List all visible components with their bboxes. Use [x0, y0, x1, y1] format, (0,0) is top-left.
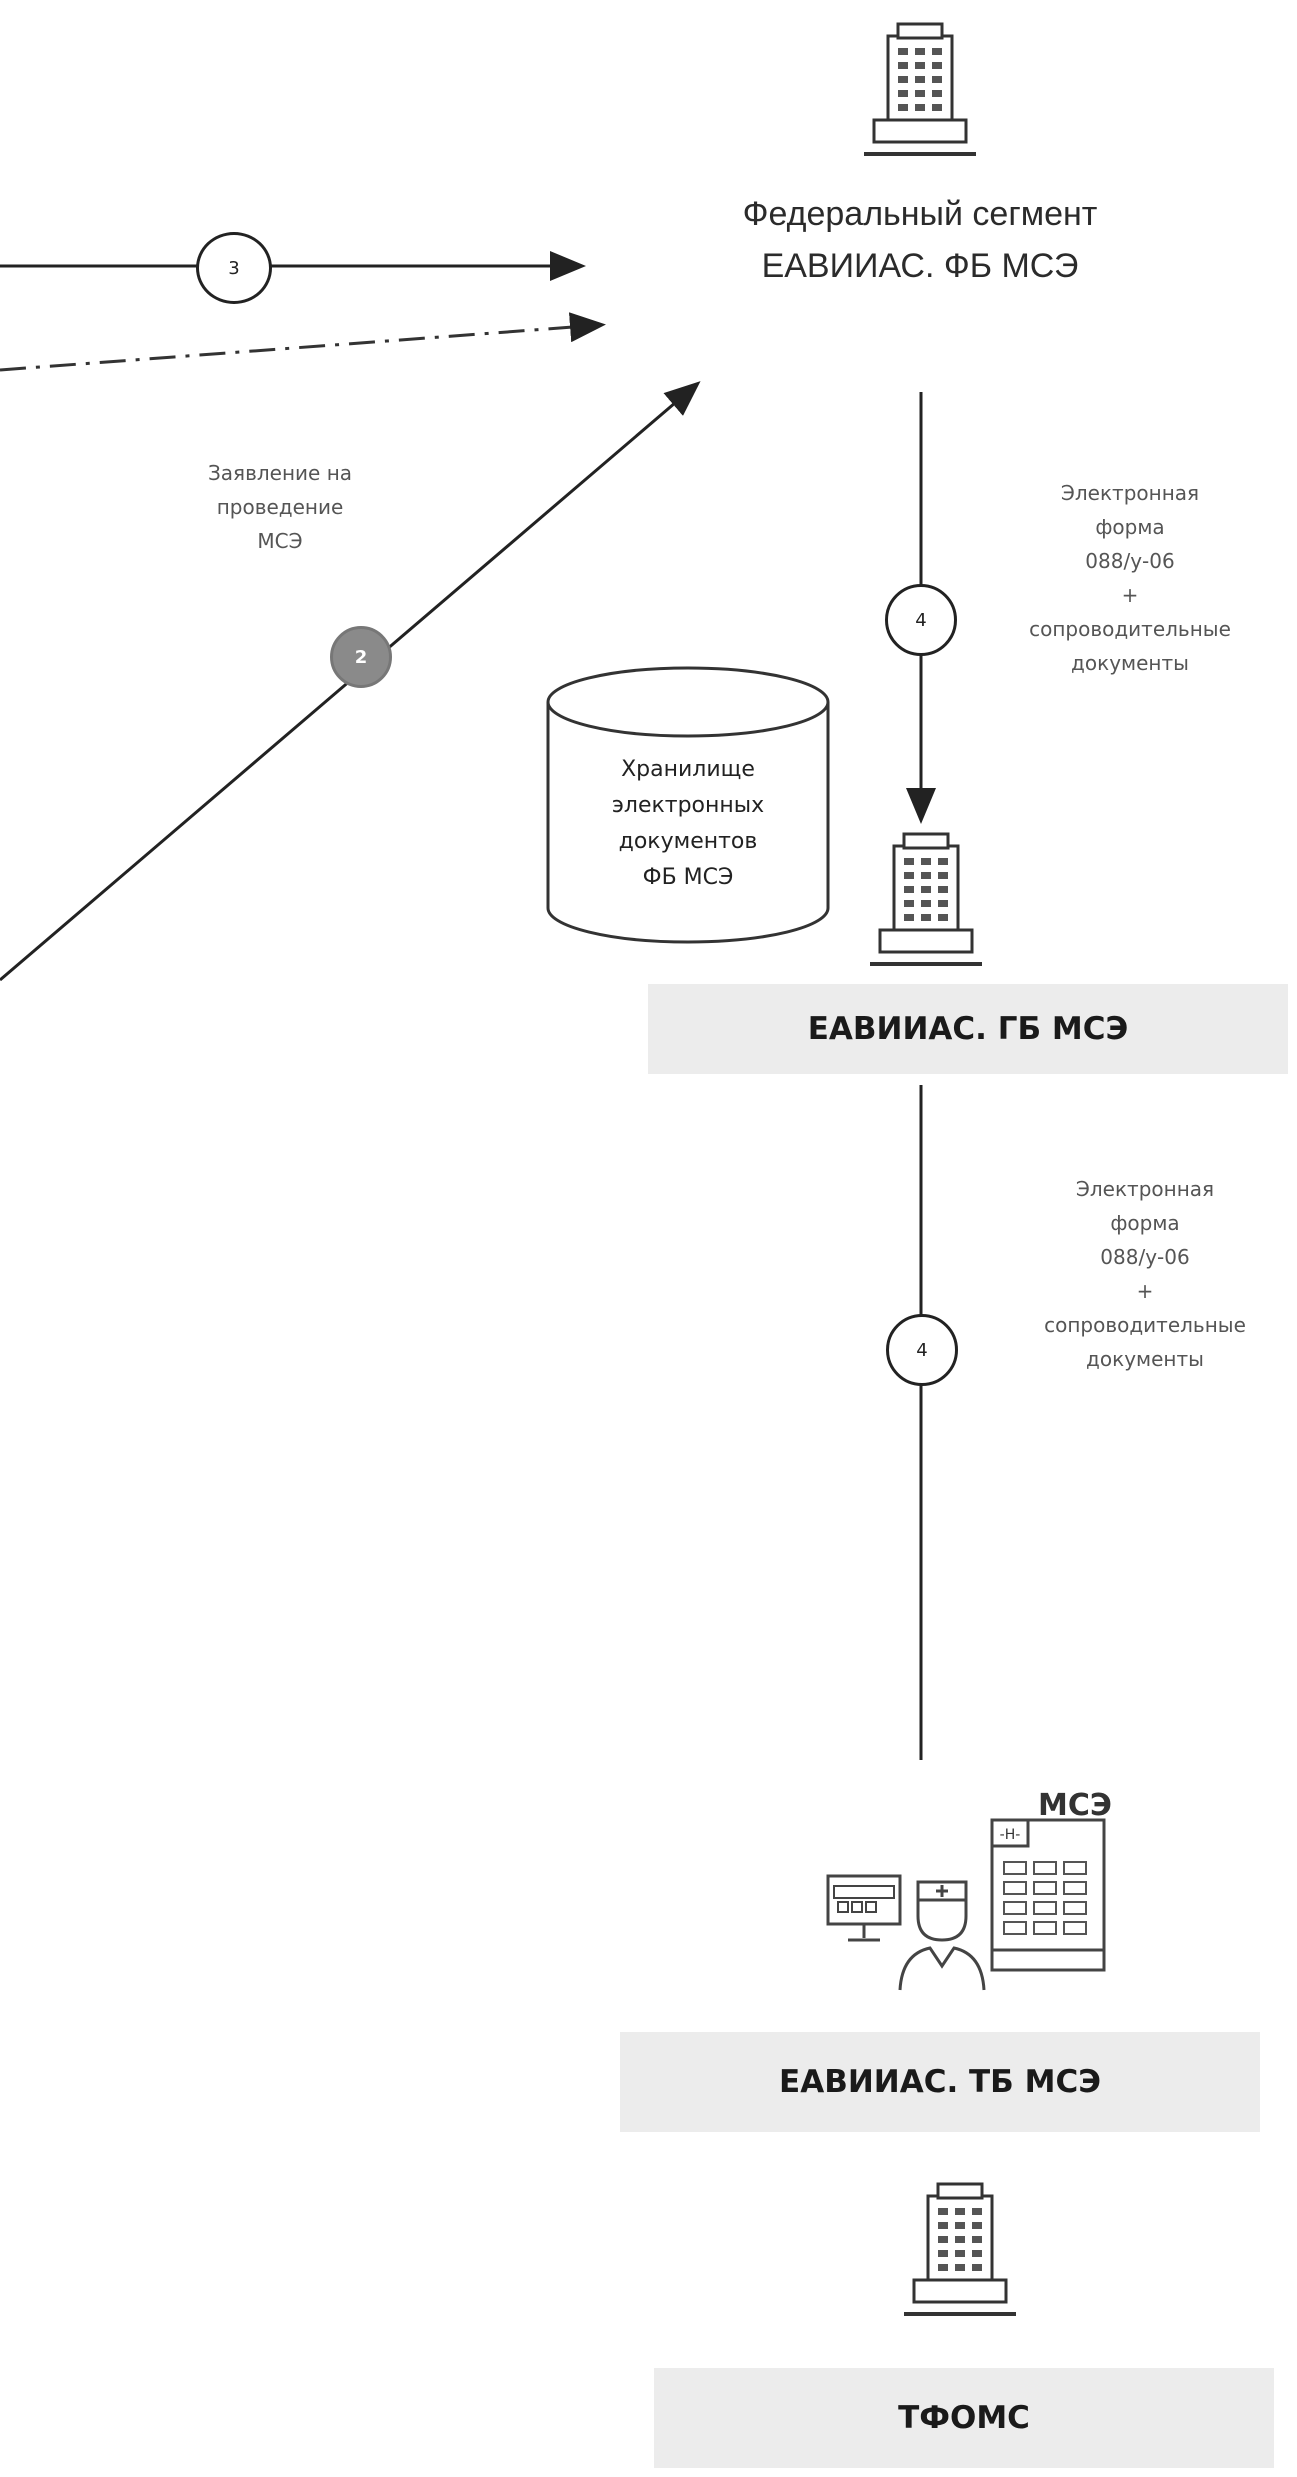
- step-4-badge-lower: 4: [886, 1314, 958, 1386]
- form-upper-line1: Электронная: [1060, 481, 1200, 505]
- form-lower-line4: +: [1136, 1279, 1154, 1303]
- form-lower-line2: форма: [1110, 1211, 1180, 1235]
- building-icon: [864, 22, 976, 156]
- mse-building-icon: -H-: [990, 1818, 1106, 1972]
- storage-database-icon: [546, 666, 830, 944]
- building-icon: [904, 2182, 1016, 2316]
- storage-line3: документов: [618, 829, 758, 854]
- gb-label-strip: ЕАВИИАС. ГБ МСЭ: [648, 984, 1288, 1074]
- step-4-badge-upper: 4: [885, 584, 957, 656]
- step-3-badge: 3: [196, 232, 272, 304]
- svg-text:-H-: -H-: [1000, 1827, 1021, 1843]
- federal-line2: ЕАВИИАС. ФБ МСЭ: [761, 247, 1079, 285]
- step-4-number-upper: 4: [915, 609, 927, 631]
- form-lower-line3: 088/у-06: [1100, 1245, 1190, 1269]
- form-upper-line4: +: [1121, 583, 1139, 607]
- mse-sign: МСЭ: [1038, 1788, 1112, 1823]
- step-3-number: 3: [228, 257, 240, 279]
- step-2-number: 2: [354, 646, 368, 668]
- form-upper-line5: сопроводительные: [1029, 617, 1231, 641]
- application-note: Заявление на проведение МСЭ: [150, 456, 410, 558]
- building-icon: [870, 832, 982, 966]
- form-note-upper: Электронная форма 088/у-06 + сопроводите…: [980, 476, 1280, 680]
- form-lower-line5: сопроводительные: [1044, 1313, 1246, 1337]
- step-4-number-lower: 4: [916, 1339, 928, 1361]
- federal-segment-title: Федеральный сегмент ЕАВИИАС. ФБ МСЭ: [660, 188, 1180, 292]
- application-line3: МСЭ: [257, 529, 303, 553]
- doctor-icon: [898, 1880, 986, 1991]
- tfoms-label-strip: ТФОМС: [654, 2368, 1274, 2468]
- dashdot-arrow: [0, 312, 606, 372]
- medical-office-icon: -H-: [826, 1818, 1106, 1991]
- form-lower-line6: документы: [1086, 1347, 1204, 1371]
- application-line1: Заявление на: [207, 461, 353, 485]
- form-upper-line2: форма: [1095, 515, 1165, 539]
- tb-label: ЕАВИИАС. ТБ МСЭ: [779, 2064, 1101, 2100]
- form-lower-line1: Электронная: [1075, 1177, 1215, 1201]
- form-note-lower: Электронная форма 088/у-06 + сопроводите…: [1000, 1172, 1290, 1376]
- federal-line1: Федеральный сегмент: [742, 195, 1098, 233]
- tfoms-label: ТФОМС: [898, 2400, 1030, 2436]
- gb-label: ЕАВИИАС. ГБ МСЭ: [807, 1011, 1129, 1047]
- storage-line4: ФБ МСЭ: [642, 865, 734, 890]
- storage-line1: Хранилище: [621, 757, 755, 782]
- storage-line2: электронных: [611, 793, 765, 818]
- application-line2: проведение: [216, 495, 344, 519]
- storage-label: Хранилище электронных документов ФБ МСЭ: [568, 752, 808, 896]
- form-upper-line6: документы: [1071, 651, 1189, 675]
- tb-label-strip: ЕАВИИАС. ТБ МСЭ: [620, 2032, 1260, 2132]
- step-2-badge: 2: [330, 626, 392, 688]
- form-upper-line3: 088/у-06: [1085, 549, 1175, 573]
- monitor-icon: [826, 1874, 902, 1942]
